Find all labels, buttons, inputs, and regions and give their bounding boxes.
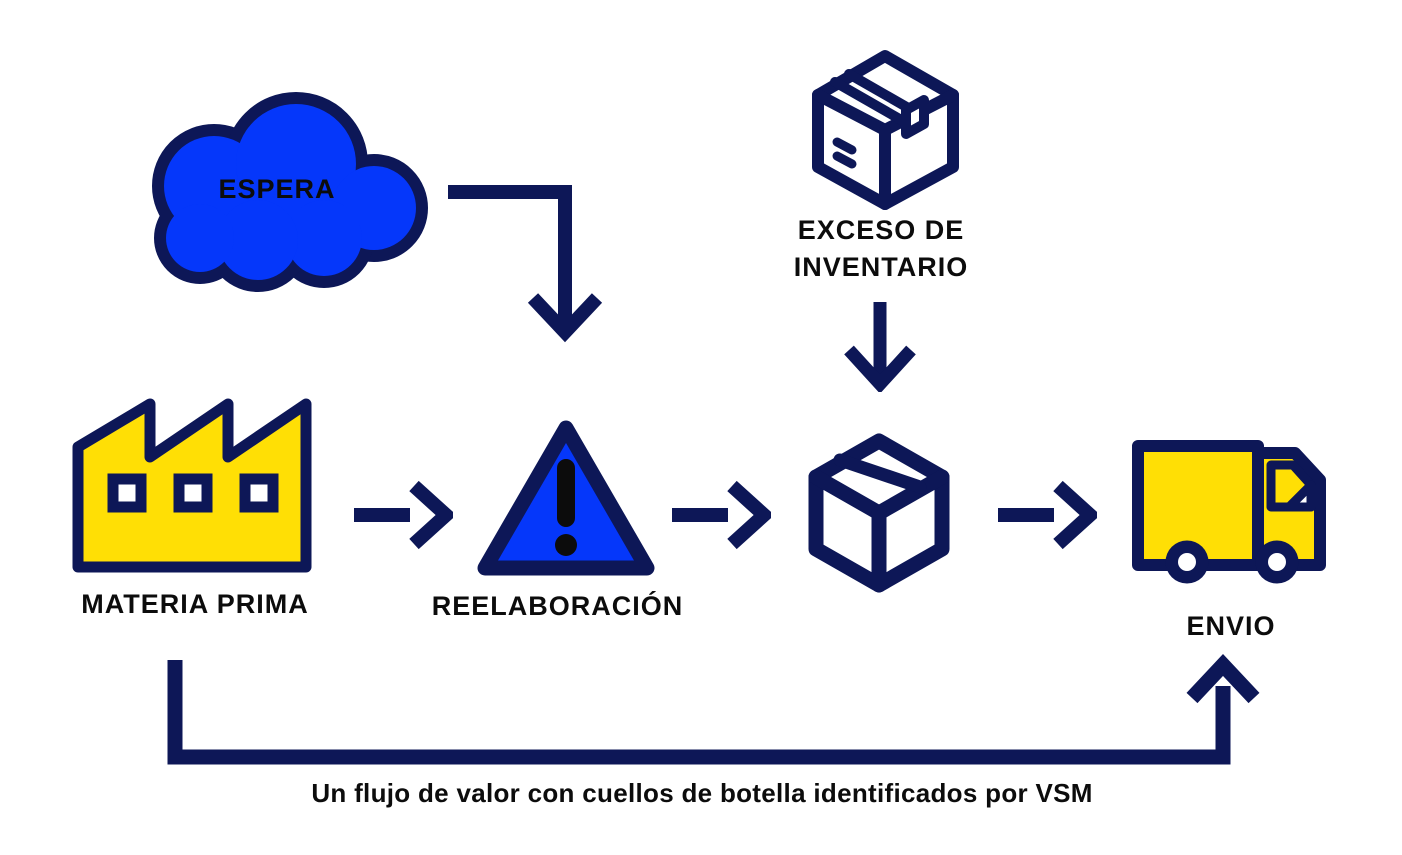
cube-box-icon [808,433,950,593]
envio-label: ENVIO [1186,611,1276,641]
exceso-label: EXCESO DE INVENTARIO [793,215,969,282]
materia-prima-label: MATERIA PRIMA [81,589,309,619]
factory-icon [72,398,312,573]
delivery-truck-icon [1132,440,1326,584]
warning-triangle-icon [477,420,655,576]
flow-arrow-1 [354,480,453,550]
package-box-icon [812,50,959,210]
espera-label: ESPERA [126,84,428,294]
elbow-arrow [448,185,603,343]
flow-arrow-2 [672,480,771,550]
reelaboracion-label: REELABORACIÓN [431,591,684,621]
diagram-caption: Un flujo de valor con cuellos de botella… [311,778,1093,808]
return-arrow [167,654,1260,765]
down-arrow [844,302,916,392]
flow-arrow-3 [998,480,1097,550]
espera-label-text: ESPERA [218,173,336,204]
